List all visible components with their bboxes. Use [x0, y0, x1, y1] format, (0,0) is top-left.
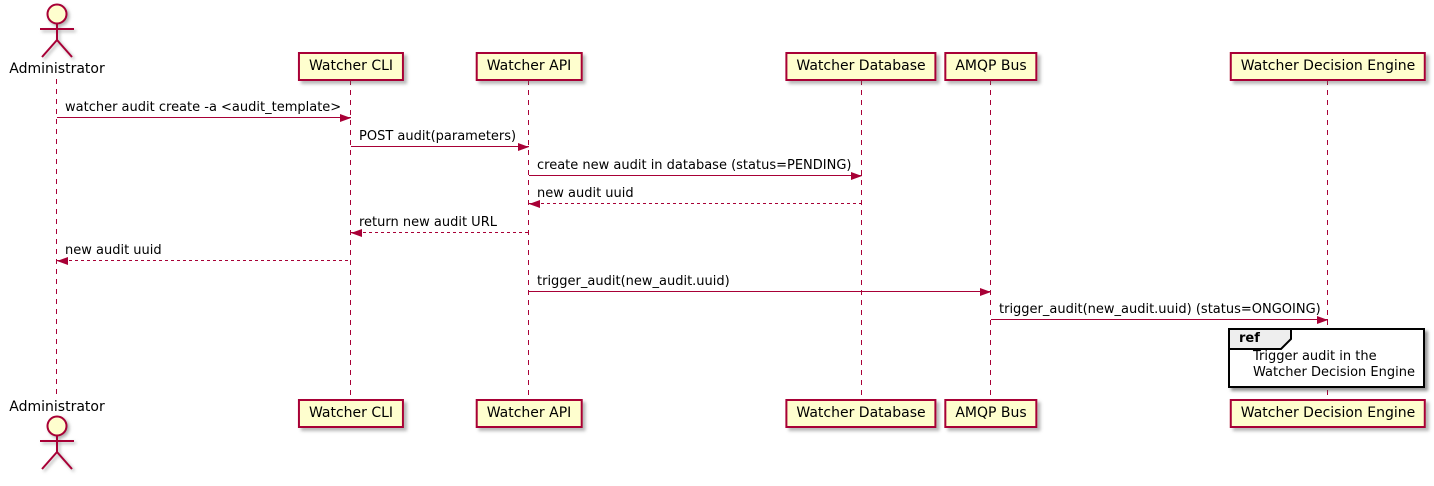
message-line — [529, 175, 862, 176]
participant-watcher-cli: Watcher CLI — [297, 52, 405, 81]
message-label: new audit uuid — [65, 243, 162, 258]
participant-watcher-api-bottom: Watcher API — [475, 399, 583, 428]
lifeline-administrator — [56, 79, 57, 398]
message-line — [351, 146, 529, 147]
message-label: watcher audit create -a <audit_template> — [65, 100, 342, 115]
participant-name: Watcher CLI — [308, 405, 394, 421]
ref-keyword: ref — [1239, 331, 1260, 346]
participant-name: Watcher Database — [796, 58, 926, 74]
participant-watcher-api: Watcher API — [475, 52, 583, 81]
message-trigger-audit: trigger_audit(new_audit.uuid) — [529, 272, 991, 296]
message-label: trigger_audit(new_audit.uuid) — [537, 274, 730, 289]
message-return-audit-uuid-cli: new audit uuid — [57, 241, 351, 265]
lifeline-watcher-api — [528, 80, 529, 400]
ref-text-line1: Trigger audit in the — [1253, 349, 1377, 364]
participant-name: Watcher API — [486, 405, 572, 421]
ref-text-line2: Watcher Decision Engine — [1253, 365, 1415, 380]
message-label: trigger_audit(new_audit.uuid) (status=ON… — [999, 302, 1321, 317]
message-audit-create: watcher audit create -a <audit_template> — [57, 98, 351, 122]
message-label: POST audit(parameters) — [359, 129, 517, 144]
arrowhead-icon — [351, 229, 362, 237]
arrowhead-icon — [851, 172, 862, 180]
message-line — [529, 203, 862, 204]
message-label: return new audit URL — [359, 215, 497, 230]
message-line — [991, 319, 1328, 320]
participant-name: AMQP Bus — [955, 58, 1027, 74]
lifeline-watcher-decision-engine — [1327, 80, 1328, 400]
arrowhead-icon — [980, 288, 991, 296]
participant-watcher-decision-engine-bottom: Watcher Decision Engine — [1229, 399, 1427, 428]
message-line — [351, 232, 529, 233]
arrowhead-icon — [57, 257, 68, 265]
message-trigger-audit-ongoing: trigger_audit(new_audit.uuid) (status=ON… — [991, 300, 1328, 324]
arrowhead-icon — [529, 200, 540, 208]
message-label: create new audit in database (status=PEN… — [537, 158, 852, 173]
participant-name: Watcher Decision Engine — [1240, 58, 1416, 74]
ref-text: Trigger audit in the Watcher Decision En… — [1253, 349, 1415, 381]
participant-watcher-database-bottom: Watcher Database — [785, 399, 937, 428]
message-create-audit-db: create new audit in database (status=PEN… — [529, 156, 862, 180]
participant-name: Watcher Decision Engine — [1240, 405, 1416, 421]
lifeline-amqp-bus — [990, 80, 991, 400]
participant-amqp-bus-bottom: AMQP Bus — [944, 399, 1038, 428]
actor-label: Administrator — [9, 61, 105, 77]
actor-icon-bottom — [40, 415, 74, 470]
participant-name: AMQP Bus — [955, 405, 1027, 421]
participant-watcher-database: Watcher Database — [785, 52, 937, 81]
message-line — [529, 291, 991, 292]
lifeline-watcher-database — [861, 80, 862, 400]
message-label: new audit uuid — [537, 186, 634, 201]
actor-icon — [40, 3, 74, 58]
ref-fragment: ref Trigger audit in the Watcher Decisio… — [1228, 328, 1425, 388]
message-line — [57, 117, 351, 118]
message-return-audit-uuid-db: new audit uuid — [529, 184, 862, 208]
participant-amqp-bus: AMQP Bus — [944, 52, 1038, 81]
arrowhead-icon — [1317, 316, 1328, 324]
message-return-audit-url: return new audit URL — [351, 213, 529, 237]
participant-watcher-decision-engine: Watcher Decision Engine — [1229, 52, 1427, 81]
actor-label-bottom: Administrator — [9, 399, 105, 415]
message-line — [57, 260, 351, 261]
participant-watcher-cli-bottom: Watcher CLI — [297, 399, 405, 428]
message-post-audit: POST audit(parameters) — [351, 127, 529, 151]
participant-name: Watcher API — [486, 58, 572, 74]
participant-name: Watcher CLI — [308, 58, 394, 74]
arrowhead-icon — [518, 143, 529, 151]
arrowhead-icon — [340, 114, 351, 122]
ref-tab-shape — [1228, 328, 1292, 350]
participant-name: Watcher Database — [796, 405, 926, 421]
lifeline-watcher-cli — [350, 80, 351, 400]
